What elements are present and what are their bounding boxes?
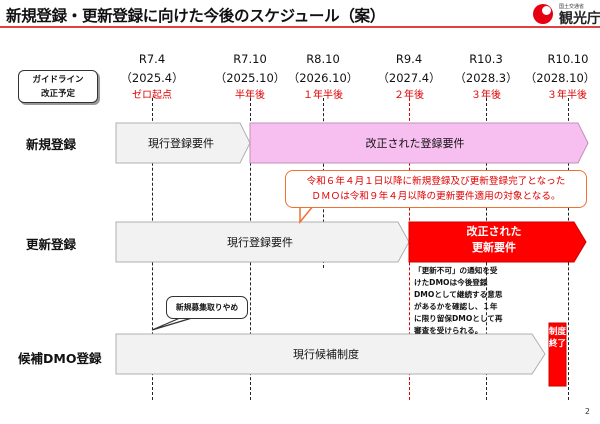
new-current-label: 現行登録要件 xyxy=(148,137,214,150)
row-label-candidate-dmo: 候補DMO登録 xyxy=(18,351,102,366)
milestone-year-2025-10: （2025.10） xyxy=(214,71,286,85)
title-divider xyxy=(0,26,600,28)
stop-note-tail xyxy=(151,317,193,331)
renewal-revised-arrow xyxy=(408,221,587,263)
non-renewal-line1: 「更新不可」の通知を受 xyxy=(414,266,498,275)
renewal-revised-line2: 更新要件 xyxy=(472,241,516,254)
guideline-line1: ガイドライン xyxy=(32,75,84,85)
logo-ministry-text: 国土交通省 xyxy=(559,4,585,10)
renewal-note-line2: ＤＭＯは令和９年４月以降の更新要件適用の対象となる。 xyxy=(311,191,561,202)
non-renewal-line6: 審査を受けられる。 xyxy=(414,326,483,335)
milestone-year-2027-4: （2027.4） xyxy=(377,71,441,85)
renewal-eligibility-note: 令和６年４月１日以降に新規登録及び更新登録完了となった ＤＭＯは令和９年４月以降… xyxy=(285,170,587,208)
new-revised-arrow xyxy=(249,122,589,164)
page-title: 新規登録・更新登録に向けた今後のスケジュール（案） xyxy=(6,7,385,25)
milestone-date-r7-4: R7.4 xyxy=(138,52,166,66)
milestone-year-2025-4: （2025.4） xyxy=(120,71,184,85)
renewal-note-line1: 令和６年４月１日以降に新規登録及び更新登録完了となった xyxy=(306,176,566,187)
candidate-current-arrow xyxy=(115,333,546,375)
stop-new-recruitment-callout: 新規募集取りやめ xyxy=(166,296,248,319)
new-revised-label: 改正された登録要件 xyxy=(365,137,465,150)
renewal-current-label: 現行登録要件 xyxy=(227,236,293,249)
milestone-relative-2-years: ２年後 xyxy=(394,90,424,101)
milestone-year-2028-10: （2028.10） xyxy=(524,71,596,85)
candidate-end-label: 制度終了 xyxy=(549,327,567,349)
logo-agency-text: 観光庁 xyxy=(559,11,600,27)
candidate-current-label: 現行候補制度 xyxy=(293,348,359,361)
milestone-year-2028-3: （2028.3） xyxy=(454,71,518,85)
milestone-date-r7-10: R7.10 xyxy=(233,52,267,66)
milestone-relative-zero: ゼロ起点 xyxy=(132,90,172,101)
renewal-current-arrow xyxy=(115,221,410,263)
agency-logo: 国土交通省 観光庁 xyxy=(533,3,600,27)
non-renewal-line5: に限り留保DMOとして再 xyxy=(414,314,503,323)
non-renewal-note: 「更新不可」の通知を受 けたDMOは今後登録 DMOとして継続する意思 があるか… xyxy=(414,265,546,337)
milestone-relative-half-year: 半年後 xyxy=(235,90,265,101)
guideline-line2: 改正予定 xyxy=(40,89,75,99)
renewal-revised-line1: 改正された xyxy=(466,225,522,238)
new-current-arrow xyxy=(115,122,251,164)
page-number: 2 xyxy=(584,407,590,416)
milestone-date-r8-10: R8.10 xyxy=(306,52,340,66)
milestone-date-r10-10: R10.10 xyxy=(547,52,589,66)
logo-mark-icon xyxy=(533,4,553,24)
renewal-revised-label: 改正された 更新要件 xyxy=(409,224,579,256)
non-renewal-line2: けたDMOは今後登録 xyxy=(414,278,488,287)
milestone-relative-3-years: ３年後 xyxy=(471,90,501,101)
non-renewal-line4: があるかを確認し、１年 xyxy=(414,302,498,311)
guideline-revision-callout: ガイドライン 改正予定 xyxy=(18,70,98,103)
row-label-renewal: 更新登録 xyxy=(26,237,77,252)
row-label-new-registration: 新規登録 xyxy=(26,137,77,152)
milestone-date-r9-4: R9.4 xyxy=(395,52,423,66)
candidate-end-box xyxy=(548,322,567,387)
milestone-relative-3-5-years: ３年半後 xyxy=(547,90,587,101)
milestone-date-r10-3: R10.3 xyxy=(469,52,503,66)
milestone-year-2026-10: （2026.10） xyxy=(287,71,359,85)
non-renewal-line3: DMOとして継続する意思 xyxy=(414,290,503,299)
milestone-relative-1-5-years: １年半後 xyxy=(303,90,343,101)
